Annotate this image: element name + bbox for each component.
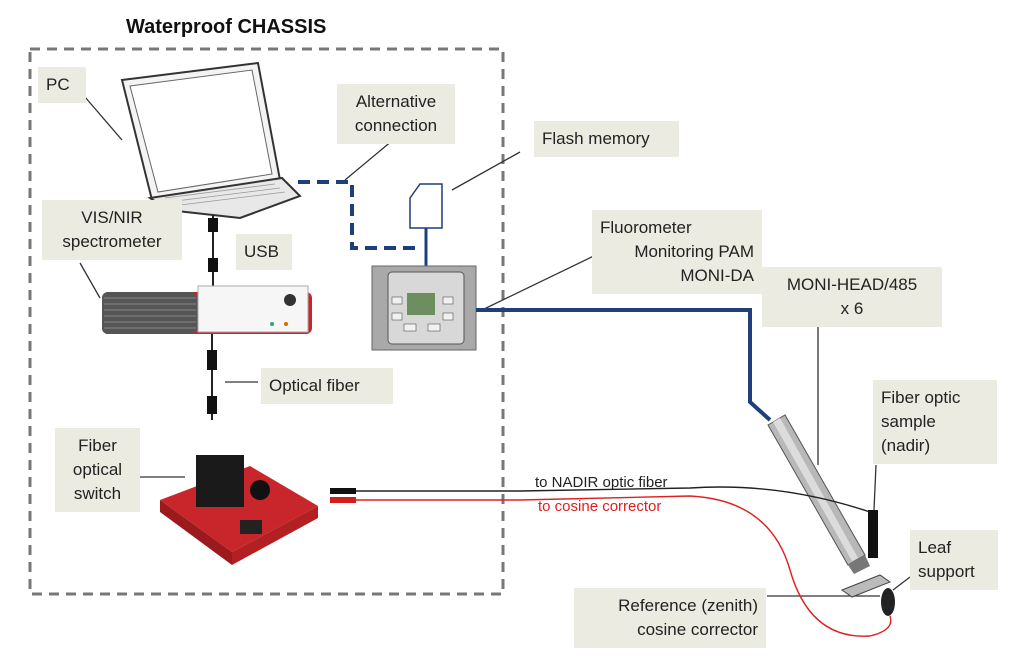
label-flash-memory: Flash memory	[534, 121, 679, 157]
label-text: USB	[244, 242, 279, 261]
optical-fiber-cable-icon	[207, 334, 217, 420]
label-fluorometer: Fluorometer Monitoring PAM MONI-DA	[592, 210, 762, 294]
label-text: Fiber	[78, 436, 117, 455]
label-text: x 6	[840, 299, 864, 318]
label-vis-nir-spectrometer: VIS/NIR spectrometer	[42, 200, 182, 260]
label-text: Monitoring PAM	[634, 242, 754, 261]
flash-memory-icon	[409, 183, 443, 229]
label-reference-cosine-corrector: Reference (zenith) cosine corrector	[574, 588, 766, 648]
leader-lines	[79, 96, 911, 597]
wire-label-cosine: to cosine corrector	[538, 498, 662, 515]
label-text: Fiber optic	[881, 388, 961, 407]
label-text: switch	[73, 484, 122, 503]
label-usb: USB	[236, 234, 292, 270]
label-fiber-optic-sample: Fiber optic sample (nadir)	[873, 380, 997, 464]
moni-head-cable	[476, 308, 772, 422]
cosine-corrector-icon	[881, 588, 895, 616]
cosine-corrector-wire	[330, 495, 892, 637]
label-text: support	[918, 562, 975, 581]
leaf-support-icon	[840, 574, 892, 598]
spectrometer-icon	[102, 285, 312, 334]
fiber-optic-sample-icon	[868, 510, 878, 558]
label-text: optical	[72, 460, 123, 479]
label-text: Fluorometer	[600, 218, 692, 237]
label-text: Alternative	[355, 92, 437, 111]
label-text: MONI-HEAD/485	[786, 275, 918, 294]
label-text: MONI-DA	[680, 266, 754, 285]
alternative-connection-cable	[298, 180, 420, 250]
moni-da-device-icon	[371, 265, 477, 351]
label-text: Optical fiber	[269, 376, 360, 395]
label-text: Flash memory	[542, 129, 650, 148]
label-text: connection	[354, 116, 438, 135]
label-leaf-support: Leaf support	[910, 530, 998, 590]
nadir-fiber-wire	[330, 486, 871, 513]
label-text: spectrometer	[62, 232, 162, 251]
fiber-optical-switch-icon	[160, 455, 318, 565]
moni-head-probe-icon	[767, 414, 870, 574]
label-optical-fiber: Optical fiber	[261, 368, 393, 404]
laptop-icon	[120, 61, 302, 220]
wire-label-nadir: to NADIR optic fiber	[535, 474, 668, 491]
label-pc: PC	[38, 67, 86, 103]
label-text: (nadir)	[881, 436, 931, 455]
label-text: PC	[46, 75, 70, 94]
label-text: Reference (zenith)	[618, 596, 758, 615]
label-fiber-optical-switch: Fiber optical switch	[55, 428, 140, 512]
chassis-title: Waterproof CHASSIS	[126, 16, 327, 38]
label-moni-head: MONI-HEAD/485 x 6	[762, 267, 942, 327]
usb-cable-icon	[208, 215, 218, 290]
label-alternative-connection: Alternative connection	[337, 84, 455, 144]
label-text: Leaf	[918, 538, 952, 557]
label-text: cosine corrector	[637, 620, 758, 639]
label-text: VIS/NIR	[81, 208, 143, 227]
label-text: sample	[881, 412, 936, 431]
